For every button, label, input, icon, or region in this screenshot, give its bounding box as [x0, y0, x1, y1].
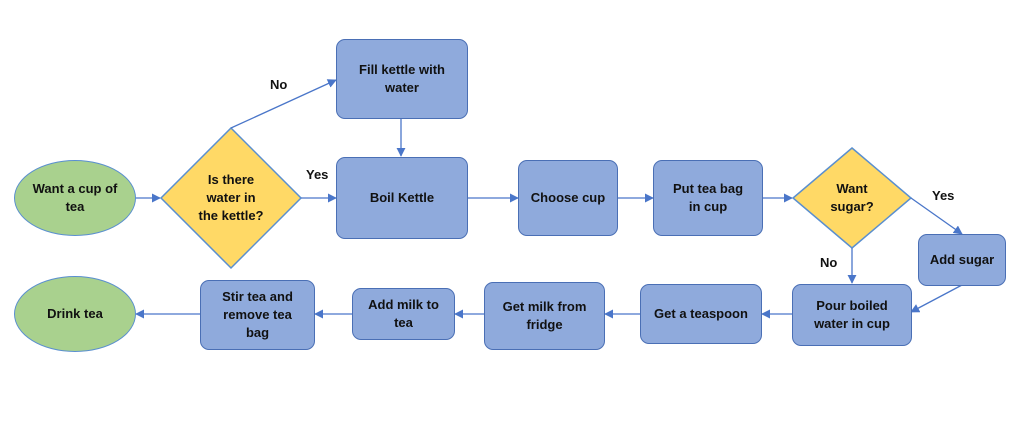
water-no-label: No: [270, 77, 288, 92]
end-terminal: Drink tea: [14, 276, 136, 352]
put-tea-bag-label: Put tea bag in cup: [672, 181, 744, 214]
water-yes-label: Yes: [306, 167, 329, 182]
start-terminal-label: Want a cup of tea: [32, 181, 118, 214]
arrow-decision-no-to-fill: [230, 79, 337, 129]
pour-water-label: Pour boiled water in cup: [814, 298, 890, 331]
arrow-add-to-pour: [910, 284, 963, 313]
choose-cup-label: Choose cup: [530, 190, 606, 205]
fill-kettle-box: Fill kettle with water: [336, 39, 468, 119]
end-terminal-label: Drink tea: [47, 306, 103, 321]
get-teaspoon-box: Get a teaspoon: [640, 284, 762, 344]
stir-tea-label: Stir tea and remove tea bag: [222, 289, 293, 340]
add-milk-box: Add milk to tea: [352, 288, 455, 340]
add-milk-label: Add milk to tea: [368, 297, 439, 330]
pour-water-box: Pour boiled water in cup: [792, 284, 912, 346]
sugar-no-label: No: [820, 255, 838, 270]
decision-sugar-label: Want sugar?: [830, 181, 874, 214]
choose-cup-box: Choose cup: [518, 160, 618, 236]
boil-kettle-box: Boil Kettle: [336, 157, 468, 239]
add-sugar-label: Add sugar: [929, 252, 995, 267]
decision-water-shape: [159, 126, 303, 270]
put-tea-bag-box: Put tea bag in cup: [653, 160, 763, 236]
get-teaspoon-label: Get a teaspoon: [654, 306, 748, 321]
stir-tea-box: Stir tea and remove tea bag: [200, 280, 315, 350]
sugar-yes-label: Yes: [932, 188, 955, 203]
boil-kettle-label: Boil Kettle: [369, 190, 435, 205]
get-milk-label: Get milk from fridge: [502, 299, 587, 332]
arrow-sugar-yes-to-add: [910, 197, 963, 235]
fill-kettle-label: Fill kettle with water: [359, 62, 445, 95]
start-terminal: Want a cup of tea: [14, 160, 136, 236]
add-sugar-box: Add sugar: [918, 234, 1006, 286]
get-milk-box: Get milk from fridge: [484, 282, 605, 350]
decision-water-label: Is there water in the kettle?: [198, 172, 264, 223]
